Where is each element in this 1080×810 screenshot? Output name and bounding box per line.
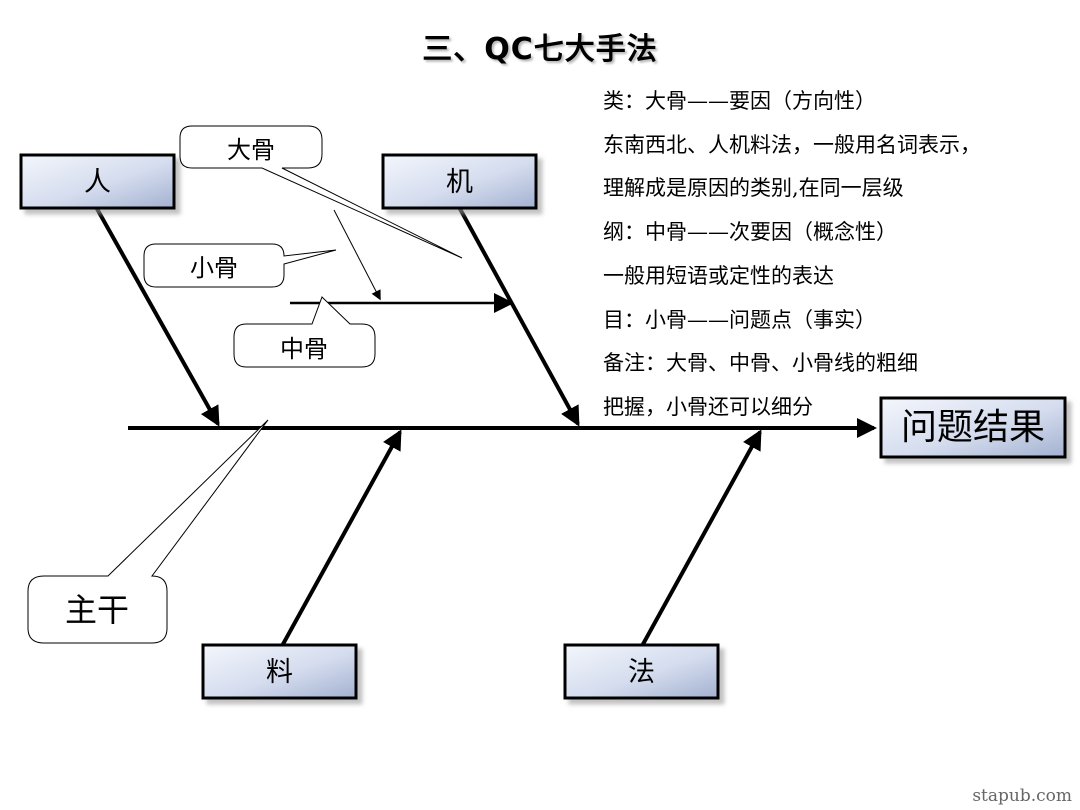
- result-box: [879, 396, 1067, 459]
- category-label-ji: 机: [446, 167, 473, 198]
- note-line: 把握，小骨还可以细分: [603, 394, 813, 419]
- callout-label-zhong-gu: 中骨: [280, 335, 328, 363]
- small-bone-line: [333, 209, 381, 301]
- category-label-ren: 人: [84, 167, 111, 198]
- bone-ren: [94, 206, 220, 427]
- callout-zhu-gan: [27, 419, 269, 644]
- callout-label-zhu-gan: 主干: [65, 591, 129, 629]
- callout-label-da-gu: 大骨: [227, 136, 275, 164]
- callout-label-xiao-gu: 小骨: [190, 254, 238, 282]
- category-box-liao: [201, 643, 358, 700]
- category-box-ren: [19, 153, 176, 210]
- bone-liao: [280, 429, 402, 647]
- result-label: 问题结果: [901, 407, 1045, 448]
- callout-xiao-gu: [143, 243, 337, 288]
- page-title: 三、QC七大手法: [422, 32, 658, 67]
- bone-fa: [640, 429, 762, 647]
- note-line: 备注：大骨、中骨、小骨线的粗细: [603, 351, 918, 376]
- category-label-liao: 料: [266, 657, 293, 688]
- note-line: 一般用短语或定性的表达: [603, 263, 834, 288]
- category-box-fa: [563, 643, 720, 700]
- note-line: 理解成是原因的类别,在同一层级: [603, 176, 904, 201]
- watermark: stapub.com: [972, 786, 1072, 806]
- callout-da-gu: [179, 125, 463, 259]
- note-line: 类：大骨——要因（方向性）: [603, 89, 876, 113]
- note-line: 东南西北、人机料法，一般用名词表示，: [603, 132, 981, 157]
- notes-panel: 类：大骨——要因（方向性） 东南西北、人机料法，一般用名词表示， 理解成是原因的…: [603, 80, 1073, 430]
- note-line: 纲：中骨——次要因（概念性）: [603, 220, 897, 245]
- callout-zhong-gu: [233, 296, 376, 368]
- bone-ji: [457, 206, 580, 427]
- category-box-ji: [381, 153, 538, 210]
- note-line: 目：小骨——问题点（事实）: [603, 307, 876, 332]
- category-label-fa: 法: [628, 657, 655, 688]
